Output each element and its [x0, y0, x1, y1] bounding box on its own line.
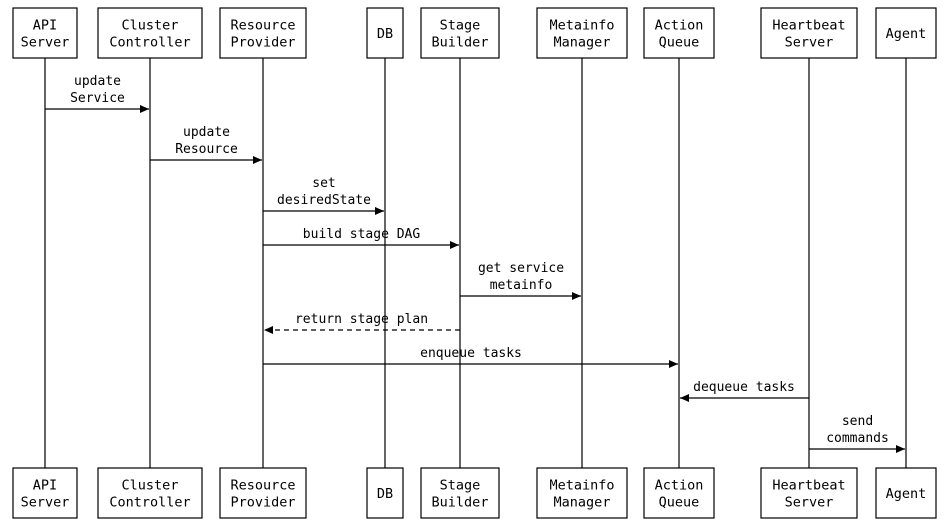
message-label: return stage plan: [295, 312, 428, 327]
participant-label: Provider: [230, 35, 295, 51]
participant-box: [875, 467, 937, 519]
participant-box: [536, 467, 628, 519]
participant-label: Builder: [432, 495, 489, 511]
participant-box: [366, 7, 404, 59]
participant-box: [875, 7, 937, 59]
message-label: update: [74, 74, 121, 89]
message-label: enqueue tasks: [420, 346, 522, 361]
participant-db-bottom: DB: [366, 467, 404, 519]
message-label: Service: [70, 91, 125, 106]
participant-label: Controller: [109, 35, 190, 51]
message-5: get service metainfo: [460, 261, 581, 300]
participant-label: Queue: [659, 495, 700, 511]
participant-box: [366, 467, 404, 519]
message-label: build stage DAG: [303, 227, 421, 242]
message-9: send commands: [809, 414, 905, 453]
participant-label: Server: [21, 35, 70, 51]
participant-label: Heartbeat: [772, 18, 845, 34]
message-label: metainfo: [490, 278, 553, 293]
participant-label: Server: [785, 495, 834, 511]
participant-box: [420, 7, 500, 59]
message-3: set desiredState: [263, 176, 384, 215]
participant-box: [97, 7, 203, 59]
participant-label: Metainfo: [549, 478, 614, 494]
participant-box: [219, 467, 307, 519]
participant-label: Cluster: [122, 18, 179, 34]
message-label: commands: [826, 431, 889, 446]
participant-box: [760, 7, 858, 59]
participant-label: Agent: [886, 26, 927, 42]
participant-label: Server: [785, 35, 834, 51]
participant-box: [536, 7, 628, 59]
participant-label: Resource: [230, 478, 295, 494]
participant-label: Provider: [230, 495, 295, 511]
message-6: return stage plan: [264, 312, 460, 334]
participant-box: [97, 467, 203, 519]
participant-box: [12, 7, 78, 59]
participant-label: Stage: [440, 18, 481, 34]
message-label: send: [842, 414, 873, 429]
participant-label: Server: [21, 495, 70, 511]
participant-label: Manager: [554, 495, 611, 511]
participant-box: [420, 467, 500, 519]
participant-label: API: [33, 18, 57, 34]
participant-label: Controller: [109, 495, 190, 511]
message-7: enqueue tasks: [263, 346, 678, 368]
participant-ag-bottom: Agent: [875, 467, 937, 519]
participant-label: Action: [655, 478, 704, 494]
participant-label: API: [33, 478, 57, 494]
participant-label: Metainfo: [549, 18, 614, 34]
message-label: Resource: [175, 142, 238, 157]
message-8: dequeue tasks: [680, 380, 809, 402]
participant-label: Action: [655, 18, 704, 34]
message-4: build stage DAG: [263, 227, 459, 249]
participant-label: Builder: [432, 35, 489, 51]
message-label: get service: [478, 261, 564, 276]
participant-ag-top: Agent: [875, 7, 937, 59]
participant-box: [12, 467, 78, 519]
participant-label: DB: [377, 486, 393, 502]
message-label: update: [183, 125, 230, 140]
participant-label: Stage: [440, 478, 481, 494]
participant-box: [643, 7, 715, 59]
participant-box: [643, 467, 715, 519]
participant-label: DB: [377, 26, 393, 42]
message-label: desiredState: [277, 193, 371, 208]
participant-label: Agent: [886, 486, 927, 502]
participant-label: Heartbeat: [772, 478, 845, 494]
participant-db-top: DB: [366, 7, 404, 59]
message-label: dequeue tasks: [693, 380, 795, 395]
participant-box: [760, 467, 858, 519]
participant-label: Queue: [659, 35, 700, 51]
participant-label: Manager: [554, 35, 611, 51]
participant-label: Cluster: [122, 478, 179, 494]
message-label: set: [312, 176, 335, 191]
participant-box: [219, 7, 307, 59]
participant-label: Resource: [230, 18, 295, 34]
